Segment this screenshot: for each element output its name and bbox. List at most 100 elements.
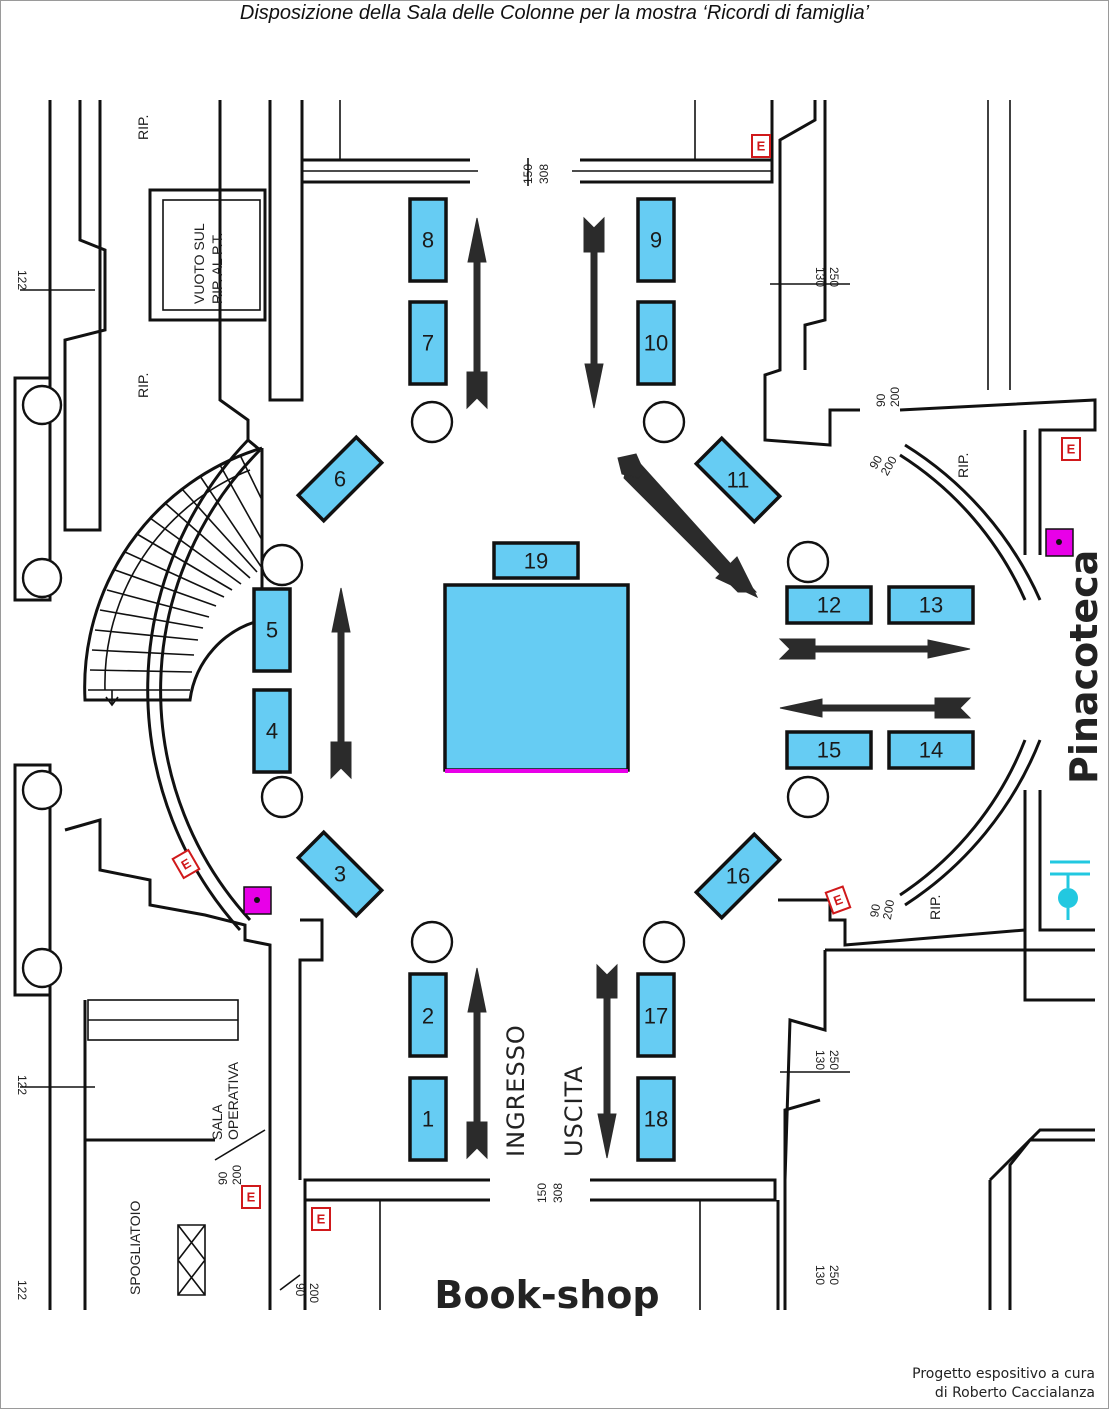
spogliatoio-label: SPOGLIATOIO	[127, 1200, 143, 1295]
column	[786, 775, 830, 819]
credit: Progetto espositivo a cura di Roberto Ca…	[912, 1365, 1095, 1403]
svg-text:150: 150	[535, 1183, 549, 1203]
svg-text:122: 122	[15, 1075, 29, 1095]
arrow-diagonal	[617, 453, 759, 599]
bookshop-label[interactable]: Book-shop	[434, 1273, 659, 1317]
svg-text:15: 15	[817, 738, 841, 763]
svg-text:10: 10	[644, 331, 668, 356]
pinacoteca-label[interactable]: Pinacoteca	[1062, 550, 1106, 784]
emergency-exit-icon: E	[241, 1185, 261, 1209]
svg-text:200: 200	[888, 387, 902, 407]
svg-text:14: 14	[919, 738, 943, 763]
vitrine-10[interactable]: 10	[636, 300, 676, 386]
svg-text:18: 18	[644, 1107, 668, 1132]
svg-text:11: 11	[727, 467, 750, 492]
emergency-exit-icon: E	[824, 885, 852, 915]
svg-text:4: 4	[266, 719, 278, 744]
svg-text:17: 17	[644, 1004, 668, 1029]
vitrine-9[interactable]: 9	[636, 197, 676, 283]
emergency-exit-icon: E	[1061, 437, 1081, 461]
building-walls	[13, 100, 1097, 1310]
svg-text:308: 308	[551, 1183, 565, 1203]
rip-label: RIP.	[927, 895, 943, 920]
svg-text:90: 90	[874, 393, 888, 407]
rip-label: RIP.	[135, 115, 151, 140]
vitrine-4[interactable]: 4	[252, 688, 292, 774]
camera-marker-icon	[243, 886, 272, 915]
vuoto-label-1: VUOTO SUL	[191, 223, 207, 304]
vitrine-19[interactable]: 19	[492, 541, 580, 580]
svg-text:130: 130	[813, 267, 827, 287]
svg-text:7: 7	[422, 331, 434, 356]
vitrine-6[interactable]: 6	[295, 434, 385, 524]
vitrine-14[interactable]: 14	[887, 730, 975, 770]
svg-text:250: 250	[827, 1265, 841, 1285]
vitrine-16[interactable]: 16	[693, 831, 783, 921]
svg-text:E: E	[1067, 442, 1076, 457]
column	[260, 775, 304, 819]
column	[642, 920, 686, 964]
vitrine-2[interactable]: 2	[408, 972, 448, 1058]
svg-text:16: 16	[726, 864, 750, 889]
column	[642, 400, 686, 444]
uscita-label: USCITA	[560, 1065, 588, 1157]
svg-text:2: 2	[422, 1004, 434, 1029]
vitrine-15[interactable]: 15	[785, 730, 873, 770]
staircase	[83, 446, 264, 707]
svg-text:1: 1	[422, 1107, 434, 1132]
svg-text:90: 90	[293, 1283, 307, 1297]
arrow-left-pinacoteca	[779, 697, 972, 719]
vitrine-1[interactable]: 1	[408, 1076, 448, 1162]
svg-text:90: 90	[867, 903, 883, 919]
vitrine-17[interactable]: 17	[636, 972, 676, 1058]
sala-operativa-label-2: OPERATIVA	[225, 1061, 241, 1140]
ingresso-label: INGRESSO	[502, 1024, 530, 1157]
vitrine-12[interactable]: 12	[785, 585, 873, 625]
vuoto-label-2: RIP. AL P.T.	[209, 233, 225, 304]
credit-line-2: di Roberto Caccialanza	[934, 1385, 1095, 1401]
rip-label: RIP.	[955, 453, 971, 478]
arrow-right-pinacoteca	[778, 638, 971, 660]
column	[410, 400, 454, 444]
svg-text:90: 90	[216, 1171, 230, 1185]
svg-text:250: 250	[827, 267, 841, 287]
camera-marker-icon	[1045, 528, 1074, 557]
vitrine-8[interactable]: 8	[408, 197, 448, 283]
left-pillars	[21, 384, 63, 989]
svg-text:250: 250	[827, 1050, 841, 1070]
svg-text:13: 13	[919, 593, 943, 618]
svg-text:E: E	[247, 1190, 256, 1205]
sala-operativa-label-1: SALA	[209, 1104, 225, 1140]
central-platform[interactable]	[443, 583, 630, 772]
vitrines: 1 2 3 4 5 6 7 8 9 10 11 12 13 14 15 16 1…	[252, 197, 975, 1162]
svg-text:90: 90	[866, 453, 885, 472]
vitrine-11[interactable]: 11	[693, 435, 783, 525]
svg-text:9: 9	[650, 228, 662, 253]
arrow-down-right-top	[583, 216, 605, 409]
arrow-up-left	[330, 587, 352, 780]
svg-text:5: 5	[266, 618, 278, 643]
svg-text:200: 200	[880, 898, 897, 920]
svg-text:6: 6	[334, 467, 346, 492]
vitrine-5[interactable]: 5	[252, 587, 292, 673]
svg-text:3: 3	[334, 862, 346, 887]
svg-text:200: 200	[307, 1283, 321, 1303]
svg-text:200: 200	[230, 1165, 244, 1185]
vitrine-3[interactable]: 3	[295, 829, 385, 919]
svg-text:12: 12	[817, 593, 841, 618]
dimension-labels: 150 308 150 308 90 200 90 200 90 200 90 …	[15, 158, 902, 1303]
svg-text:8: 8	[422, 228, 434, 253]
emergency-exit-icon: E	[171, 848, 201, 880]
svg-text:122: 122	[15, 1280, 29, 1300]
rotunda-walls	[146, 438, 1042, 932]
svg-text:130: 130	[813, 1050, 827, 1070]
vitrine-7[interactable]: 7	[408, 300, 448, 386]
arrow-up-left-top	[466, 217, 488, 410]
svg-text:122: 122	[15, 270, 29, 290]
emergency-exit-icon: E	[311, 1207, 331, 1231]
vitrine-18[interactable]: 18	[636, 1076, 676, 1162]
vitrine-13[interactable]: 13	[887, 585, 975, 625]
svg-text:200: 200	[878, 453, 900, 478]
svg-text:E: E	[757, 139, 766, 154]
